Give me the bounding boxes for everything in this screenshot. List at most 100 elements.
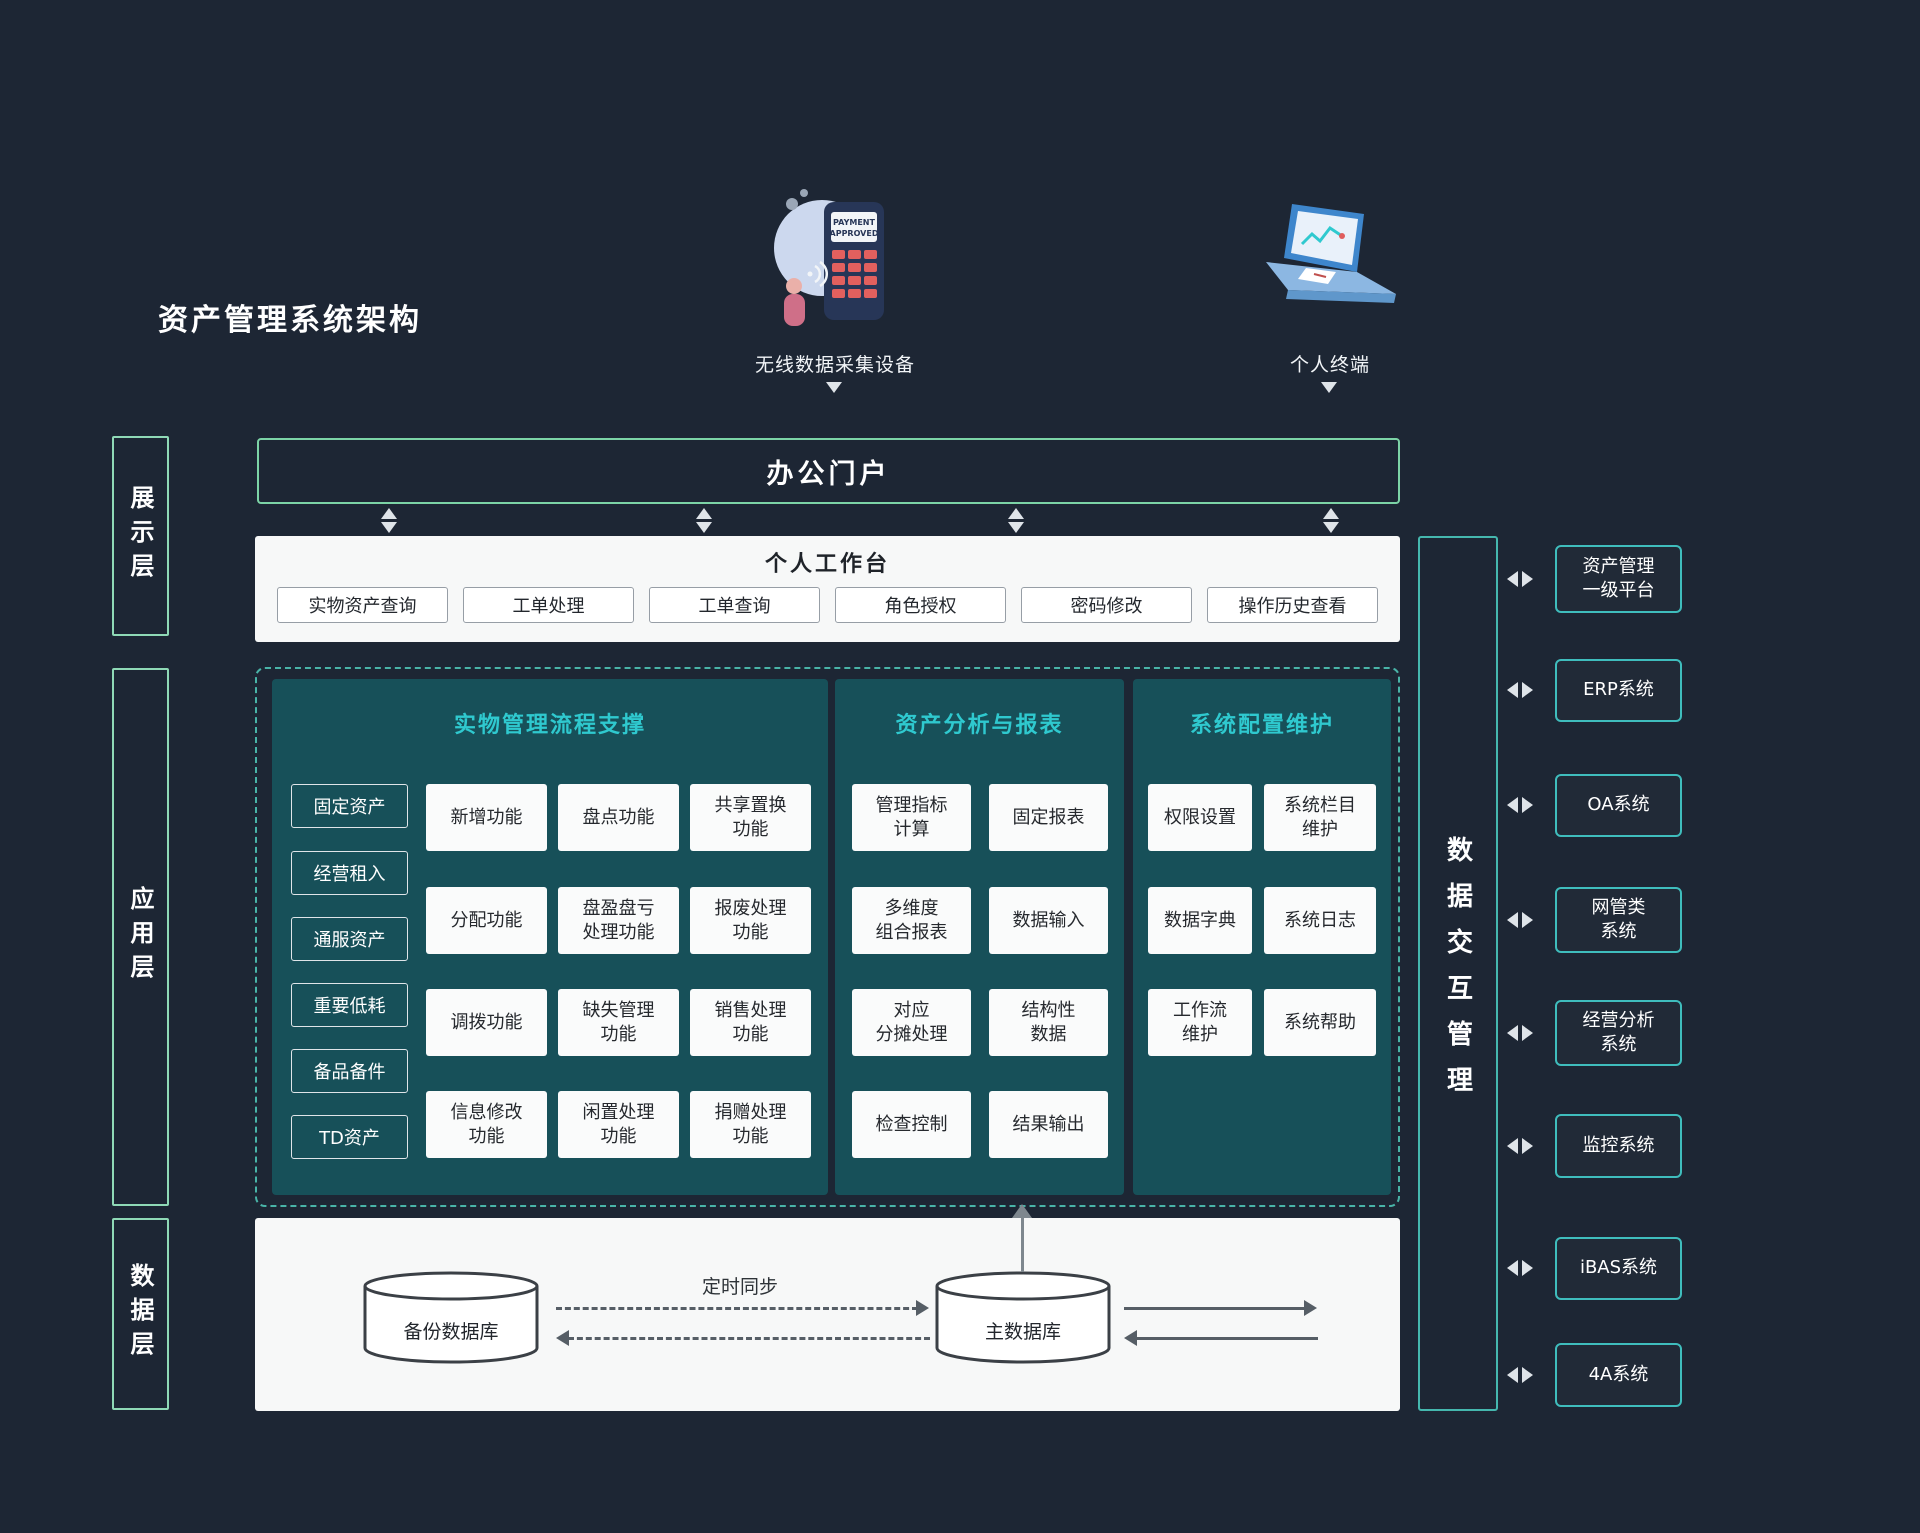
workbench-title: 个人工作台 <box>764 552 890 577</box>
fn-allocation-handling: 对应 分摊处理 <box>852 989 971 1056</box>
category-fixed-assets: 固定资产 <box>291 784 408 828</box>
panel-physical-management: 实物管理流程支撑 固定资产 经营租入 通服资产 重要低耗 备品备件 TD资产 新… <box>272 679 828 1195</box>
data-interaction-bar: 数据交互管理 <box>1418 536 1498 1411</box>
external-system-4a: 4A系统 <box>1555 1343 1682 1407</box>
category-general-service-assets: 通服资产 <box>291 917 408 961</box>
data-interaction-bar-label: 数据交互管理 <box>1442 835 1473 1112</box>
category-td-assets: TD资产 <box>291 1115 408 1159</box>
fn-data-dictionary: 数据字典 <box>1148 887 1252 954</box>
payment-terminal-icon: PAYMENT APPROVED <box>774 189 884 326</box>
fn-data-input: 数据输入 <box>989 887 1108 954</box>
personal-terminal-pointer-icon <box>1321 382 1337 393</box>
personal-workbench: 个人工作台 实物资产查询 工单处理 工单查询 角色授权 密码修改 操作历史查看 <box>255 536 1400 642</box>
payment-screen-line1: PAYMENT <box>833 218 875 227</box>
application-layer-container <box>255 667 1400 1207</box>
panel-system-config: 系统配置维护 权限设置 系统栏目 维护 数据字典 系统日志 工作流 维护 系统帮… <box>1133 679 1391 1195</box>
workbench-item-asset-query[interactable]: 实物资产查询 <box>277 587 448 623</box>
office-portal: 办公门户 <box>257 438 1400 504</box>
exchange-arrows-icon <box>1507 682 1533 698</box>
double-arrow-icon <box>696 508 712 533</box>
layer-application-label: 应用层 <box>126 886 154 988</box>
exchange-arrows-icon <box>1507 797 1533 813</box>
fn-workflow-maintain: 工作流 维护 <box>1148 989 1252 1056</box>
external-system-oa: OA系统 <box>1555 774 1682 837</box>
layer-presentation: 展示层 <box>112 436 169 636</box>
fn-share-swap: 共享置换 功能 <box>690 784 811 851</box>
main-database-label: 主数据库 <box>985 1321 1061 1343</box>
workbench-item-history-view[interactable]: 操作历史查看 <box>1207 587 1378 623</box>
double-arrow-icon <box>381 508 397 533</box>
panel-physical-management-title: 实物管理流程支撑 <box>453 713 646 738</box>
fn-inventory: 盘点功能 <box>558 784 679 851</box>
page-title: 资产管理系统架构 <box>158 303 422 338</box>
db-exchange-left-line <box>1136 1337 1318 1340</box>
fn-sale: 销售处理 功能 <box>690 989 811 1056</box>
fn-missing-management: 缺失管理 功能 <box>558 989 679 1056</box>
office-portal-title: 办公门户 <box>766 458 891 490</box>
backup-database-cylinder: 备份数据库 <box>363 1271 539 1364</box>
wireless-device-label: 无线数据采集设备 <box>754 354 915 376</box>
layer-application: 应用层 <box>112 668 169 1206</box>
workbench-items: 实物资产查询 工单处理 工单查询 角色授权 密码修改 操作历史查看 <box>255 578 1400 623</box>
external-system-erp: ERP系统 <box>1555 659 1682 722</box>
db-exchange-left-head-icon <box>1124 1330 1137 1346</box>
personal-terminal-figure <box>1256 200 1404 324</box>
sync-arrow-left-head-icon <box>556 1330 569 1346</box>
sync-label: 定时同步 <box>701 1276 778 1298</box>
fn-donation: 捐赠处理 功能 <box>690 1091 811 1158</box>
workbench-item-role-auth[interactable]: 角色授权 <box>835 587 1006 623</box>
panel-system-config-title: 系统配置维护 <box>1189 713 1334 738</box>
category-important-low-value: 重要低耗 <box>291 983 408 1027</box>
db-up-arrow-line <box>1021 1217 1024 1272</box>
fn-transfer: 调拨功能 <box>426 989 547 1056</box>
fn-system-log: 系统日志 <box>1264 887 1376 954</box>
personal-terminal-label: 个人终端 <box>1289 354 1370 376</box>
fn-add: 新增功能 <box>426 784 547 851</box>
fn-indicator-calc: 管理指标 计算 <box>852 784 971 851</box>
fn-structural-data: 结构性 数据 <box>989 989 1108 1056</box>
main-database-cylinder: 主数据库 <box>935 1271 1111 1364</box>
fn-allocation: 分配功能 <box>426 887 547 954</box>
layer-data-label: 数据层 <box>126 1263 154 1365</box>
sync-arrow-left-line <box>568 1337 930 1340</box>
double-arrow-icon <box>1008 508 1024 533</box>
exchange-arrows-icon <box>1507 1260 1533 1276</box>
fn-permission: 权限设置 <box>1148 784 1252 851</box>
fn-multidim-report: 多维度 组合报表 <box>852 887 971 954</box>
exchange-arrows-icon <box>1507 1138 1533 1154</box>
exchange-arrows-icon <box>1507 1367 1533 1383</box>
double-arrow-icon <box>1323 508 1339 533</box>
fn-surplus-deficit: 盘盈盘亏 处理功能 <box>558 887 679 954</box>
db-exchange-right-head-icon <box>1304 1300 1317 1316</box>
external-system-ibas: iBAS系统 <box>1555 1237 1682 1300</box>
laptop-icon <box>1266 204 1396 303</box>
fn-column-maintain: 系统栏目 维护 <box>1264 784 1376 851</box>
external-system-monitoring: 监控系统 <box>1555 1114 1682 1178</box>
db-up-arrow-head-icon <box>1012 1204 1032 1218</box>
fn-fixed-report: 固定报表 <box>989 784 1108 851</box>
workbench-item-password-change[interactable]: 密码修改 <box>1021 587 1192 623</box>
payment-screen-line2: APPROVED <box>830 229 879 238</box>
fn-scrap: 报废处理 功能 <box>690 887 811 954</box>
backup-database-label: 备份数据库 <box>403 1321 498 1343</box>
layer-presentation-label: 展示层 <box>126 485 154 587</box>
exchange-arrows-icon <box>1507 571 1533 587</box>
fn-info-modify: 信息修改 功能 <box>426 1091 547 1158</box>
db-exchange-right-line <box>1124 1307 1306 1310</box>
wireless-device-figure: PAYMENT APPROVED <box>772 182 896 338</box>
workbench-item-workorder-query[interactable]: 工单查询 <box>649 587 820 623</box>
external-system-network-management: 网管类 系统 <box>1555 887 1682 953</box>
external-system-business-analysis: 经营分析 系统 <box>1555 1000 1682 1066</box>
exchange-arrows-icon <box>1507 912 1533 928</box>
category-spare-parts: 备品备件 <box>291 1049 408 1093</box>
panel-asset-analysis-title: 资产分析与报表 <box>895 713 1064 738</box>
fn-result-output: 结果输出 <box>989 1091 1108 1158</box>
sync-arrow-right-line <box>556 1307 918 1310</box>
fn-check-control: 检查控制 <box>852 1091 971 1158</box>
sync-arrow-right-head-icon <box>916 1300 929 1316</box>
external-system-asset-platform: 资产管理 一级平台 <box>1555 545 1682 613</box>
panel-asset-analysis: 资产分析与报表 管理指标 计算 固定报表 多维度 组合报表 数据输入 对应 分摊… <box>835 679 1124 1195</box>
workbench-item-workorder-handle[interactable]: 工单处理 <box>463 587 634 623</box>
wireless-device-pointer-icon <box>826 382 842 393</box>
fn-idle: 闲置处理 功能 <box>558 1091 679 1158</box>
